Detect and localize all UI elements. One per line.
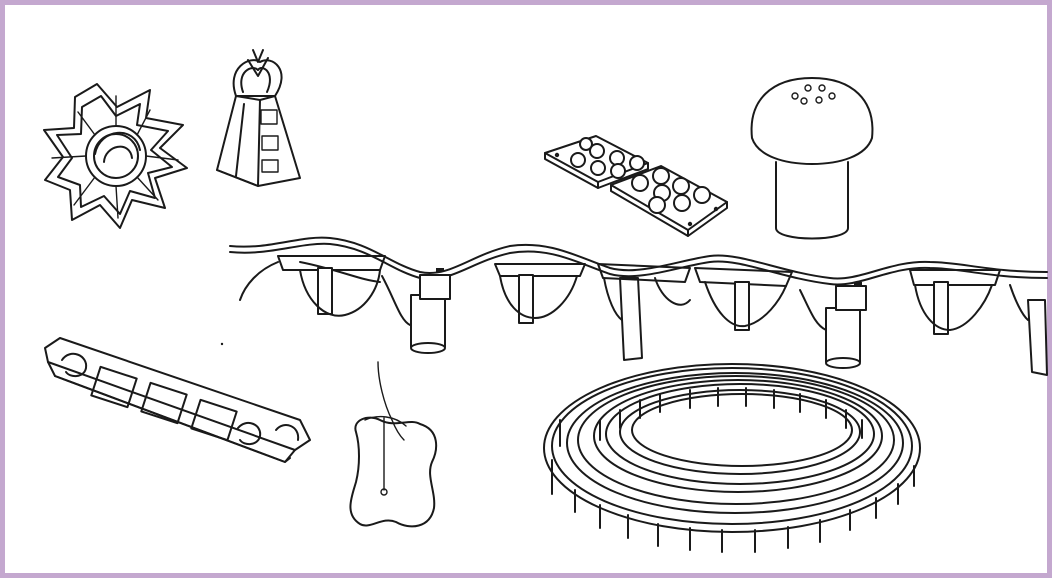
mushroom-cap-spacer — [750, 77, 874, 240]
stray-mark — [220, 342, 224, 346]
chair-spacer — [216, 49, 301, 187]
dimpled-spacer-tile — [544, 135, 728, 237]
coiled-spacer-strip — [543, 363, 921, 553]
continuous-spacer-strip — [229, 236, 1048, 376]
tie-wire-block-spacer — [349, 361, 438, 528]
linear-bar-spacer — [44, 337, 311, 463]
star-wheel-spacer — [43, 83, 188, 229]
